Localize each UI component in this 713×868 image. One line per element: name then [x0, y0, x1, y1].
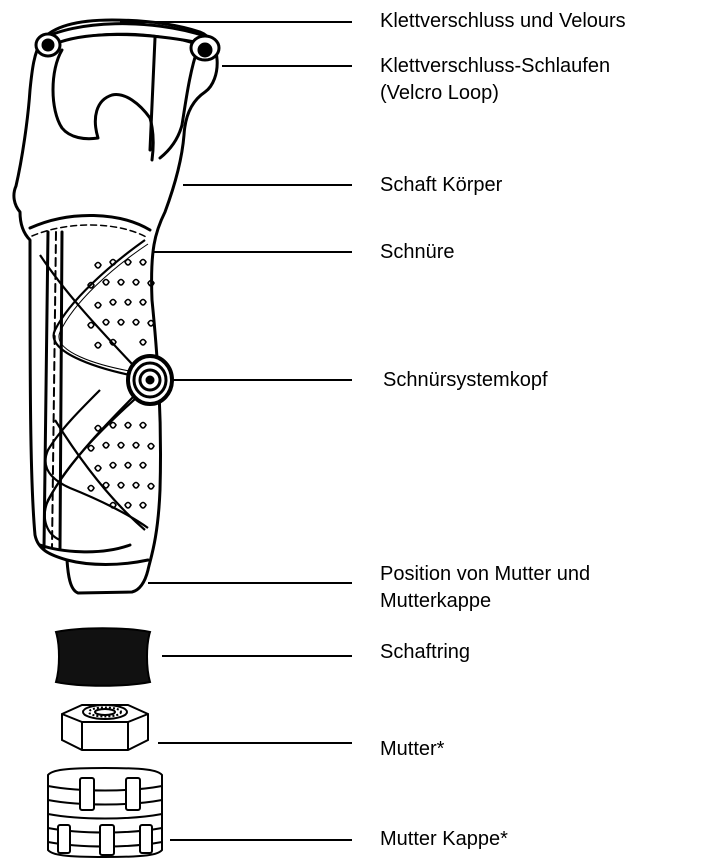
- label-shaft-body: Schaft Körper: [380, 172, 502, 199]
- label-shaft-ring: Schaftring: [380, 639, 470, 666]
- label-velcro-velours: Klettverschluss und Velours: [380, 8, 626, 35]
- nut-cap: [48, 768, 162, 857]
- velcro-loops: [36, 34, 219, 60]
- label-velcro-loop-line2: (Velcro Loop): [380, 80, 499, 107]
- label-nut-position-line1: Position von Mutter und: [380, 561, 590, 588]
- leader-lines: [120, 22, 352, 840]
- label-nut-position-line2: Mutterkappe: [380, 588, 491, 615]
- nut: [62, 705, 148, 750]
- label-nut-cap: Mutter Kappe*: [380, 826, 508, 853]
- label-nut: Mutter*: [380, 736, 444, 763]
- label-laces: Schnüre: [380, 239, 455, 266]
- label-lacing-head: Schnürsystemkopf: [383, 367, 548, 394]
- shaft-ring: [56, 628, 150, 686]
- label-velcro-loop-line1: Klettverschluss-Schlaufen: [380, 53, 610, 80]
- lacing-system-head: [128, 356, 172, 404]
